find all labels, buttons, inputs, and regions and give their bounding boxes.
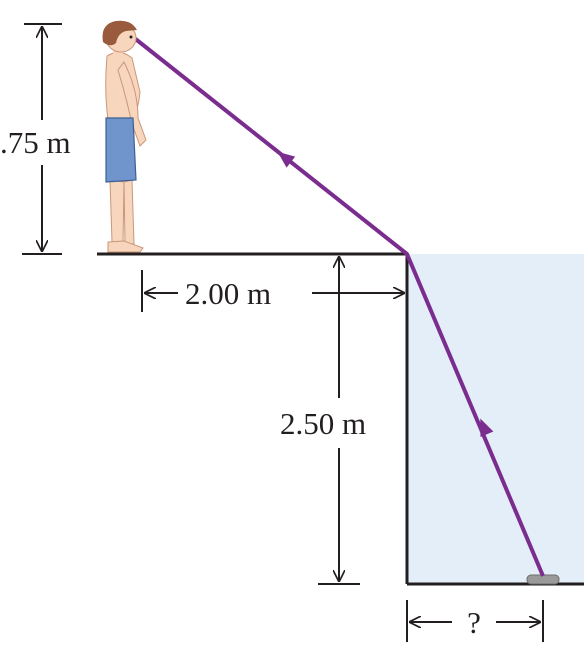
water-surface-waves (407, 252, 584, 254)
hair (102, 20, 137, 46)
label-unknown-distance: ? (467, 605, 481, 640)
label-horizontal-distance: 2.00 m (185, 276, 271, 311)
dim-unknown-distance: ? (406, 600, 544, 642)
label-water-depth: 2.50 m (280, 406, 366, 441)
dim-water-depth: 2.50 m (280, 256, 366, 585)
label-person-height: .75 m (0, 125, 71, 160)
ray-arrow-in-air (277, 151, 296, 168)
dim-person-height: .75 m (0, 23, 71, 255)
water-region (407, 254, 584, 584)
dim-horizontal-distance: 2.00 m (141, 270, 405, 312)
ray-arrow-in-water (480, 418, 494, 437)
light-ray (131, 35, 545, 577)
person (102, 20, 147, 253)
shorts (105, 117, 137, 183)
eye (129, 35, 133, 39)
stone (526, 574, 560, 585)
